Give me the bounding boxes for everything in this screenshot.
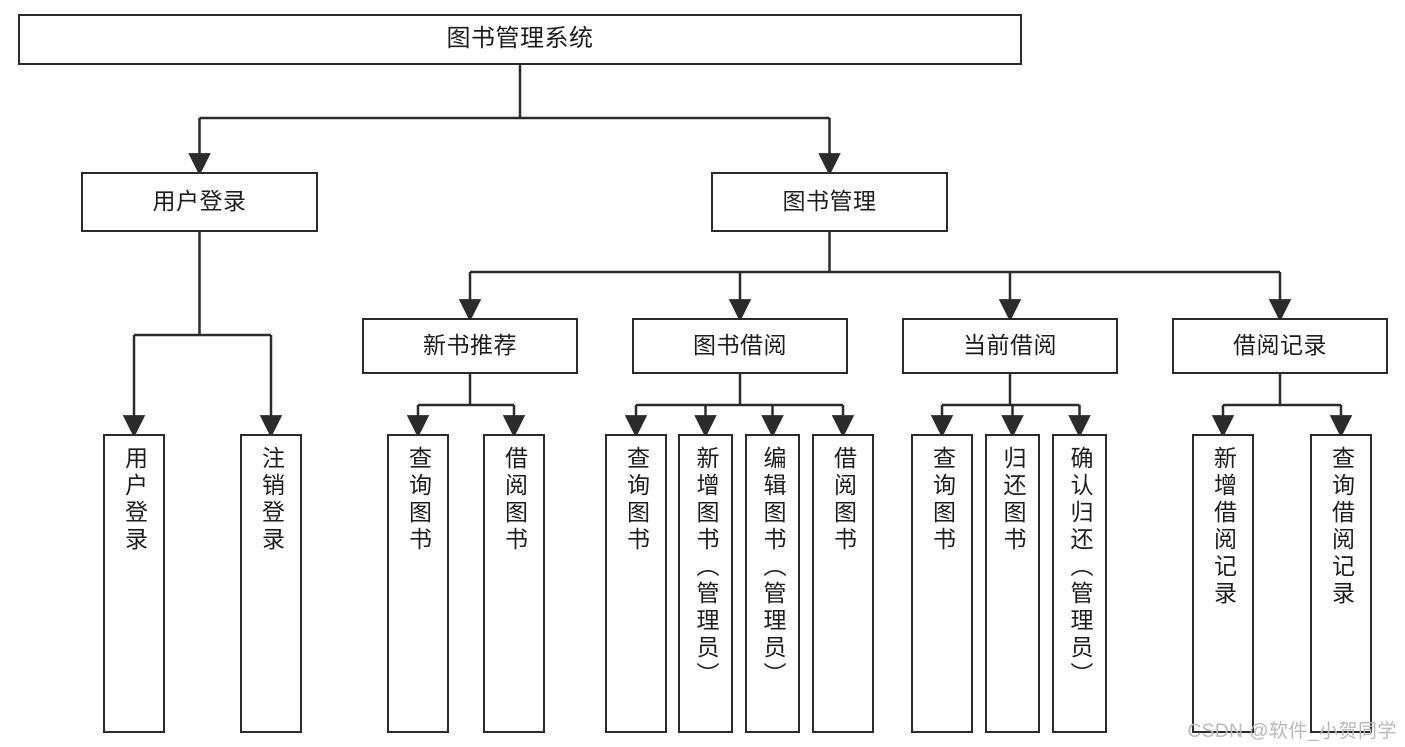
node-records[interactable]: 借阅记录 bbox=[1172, 318, 1388, 374]
node-label: 新增借阅记录 bbox=[1210, 446, 1237, 608]
node-label: 图书管理 bbox=[782, 188, 877, 215]
node-root[interactable]: 图书管理系统 bbox=[18, 14, 1022, 65]
node-label: 新增图书（管理员） bbox=[693, 446, 719, 689]
node-current[interactable]: 当前借阅 bbox=[902, 318, 1118, 374]
node-label: 图书借阅 bbox=[693, 332, 787, 359]
watermark-text: CSDN @软件_小贺同学 bbox=[1187, 721, 1397, 742]
node-bookmgmt[interactable]: 图书管理 bbox=[711, 172, 948, 232]
node-label: 当前借阅 bbox=[963, 332, 1057, 359]
node-label: 借阅记录 bbox=[1233, 332, 1327, 359]
node-label: 确认归还（管理员） bbox=[1067, 446, 1093, 689]
node-label: 查询图书 bbox=[405, 446, 432, 554]
node-login[interactable]: 用户登录 bbox=[81, 172, 318, 232]
node-b-edit[interactable]: 编辑图书（管理员） bbox=[745, 434, 800, 733]
node-label: 用户登录 bbox=[121, 446, 148, 554]
node-label: 查询图书 bbox=[929, 446, 956, 554]
node-label: 查询借阅记录 bbox=[1328, 446, 1355, 608]
node-n-query[interactable]: 查询图书 bbox=[387, 434, 449, 733]
node-label: 借阅图书 bbox=[501, 446, 528, 554]
node-label: 图书管理系统 bbox=[446, 25, 594, 53]
node-c-return[interactable]: 归还图书 bbox=[985, 434, 1040, 733]
node-b-loan[interactable]: 借阅图书 bbox=[812, 434, 874, 733]
node-newbook[interactable]: 新书推荐 bbox=[362, 318, 578, 374]
node-r-query[interactable]: 查询借阅记录 bbox=[1310, 434, 1372, 733]
node-l-logout[interactable]: 注销登录 bbox=[240, 434, 302, 733]
node-l-login[interactable]: 用户登录 bbox=[103, 434, 165, 733]
node-c-confirm[interactable]: 确认归还（管理员） bbox=[1052, 434, 1107, 733]
node-label: 编辑图书（管理员） bbox=[760, 446, 786, 689]
node-label: 注销登录 bbox=[258, 446, 285, 554]
node-r-add[interactable]: 新增借阅记录 bbox=[1192, 434, 1254, 733]
node-label: 新书推荐 bbox=[423, 332, 517, 359]
node-b-query[interactable]: 查询图书 bbox=[605, 434, 667, 733]
node-label: 借阅图书 bbox=[830, 446, 857, 554]
node-borrow[interactable]: 图书借阅 bbox=[632, 318, 848, 374]
node-label: 查询图书 bbox=[623, 446, 650, 554]
node-b-add[interactable]: 新增图书（管理员） bbox=[678, 434, 733, 733]
node-c-query[interactable]: 查询图书 bbox=[911, 434, 973, 733]
node-n-borrow[interactable]: 借阅图书 bbox=[483, 434, 545, 733]
node-label: 用户登录 bbox=[152, 188, 247, 215]
node-label: 归还图书 bbox=[1000, 446, 1026, 554]
